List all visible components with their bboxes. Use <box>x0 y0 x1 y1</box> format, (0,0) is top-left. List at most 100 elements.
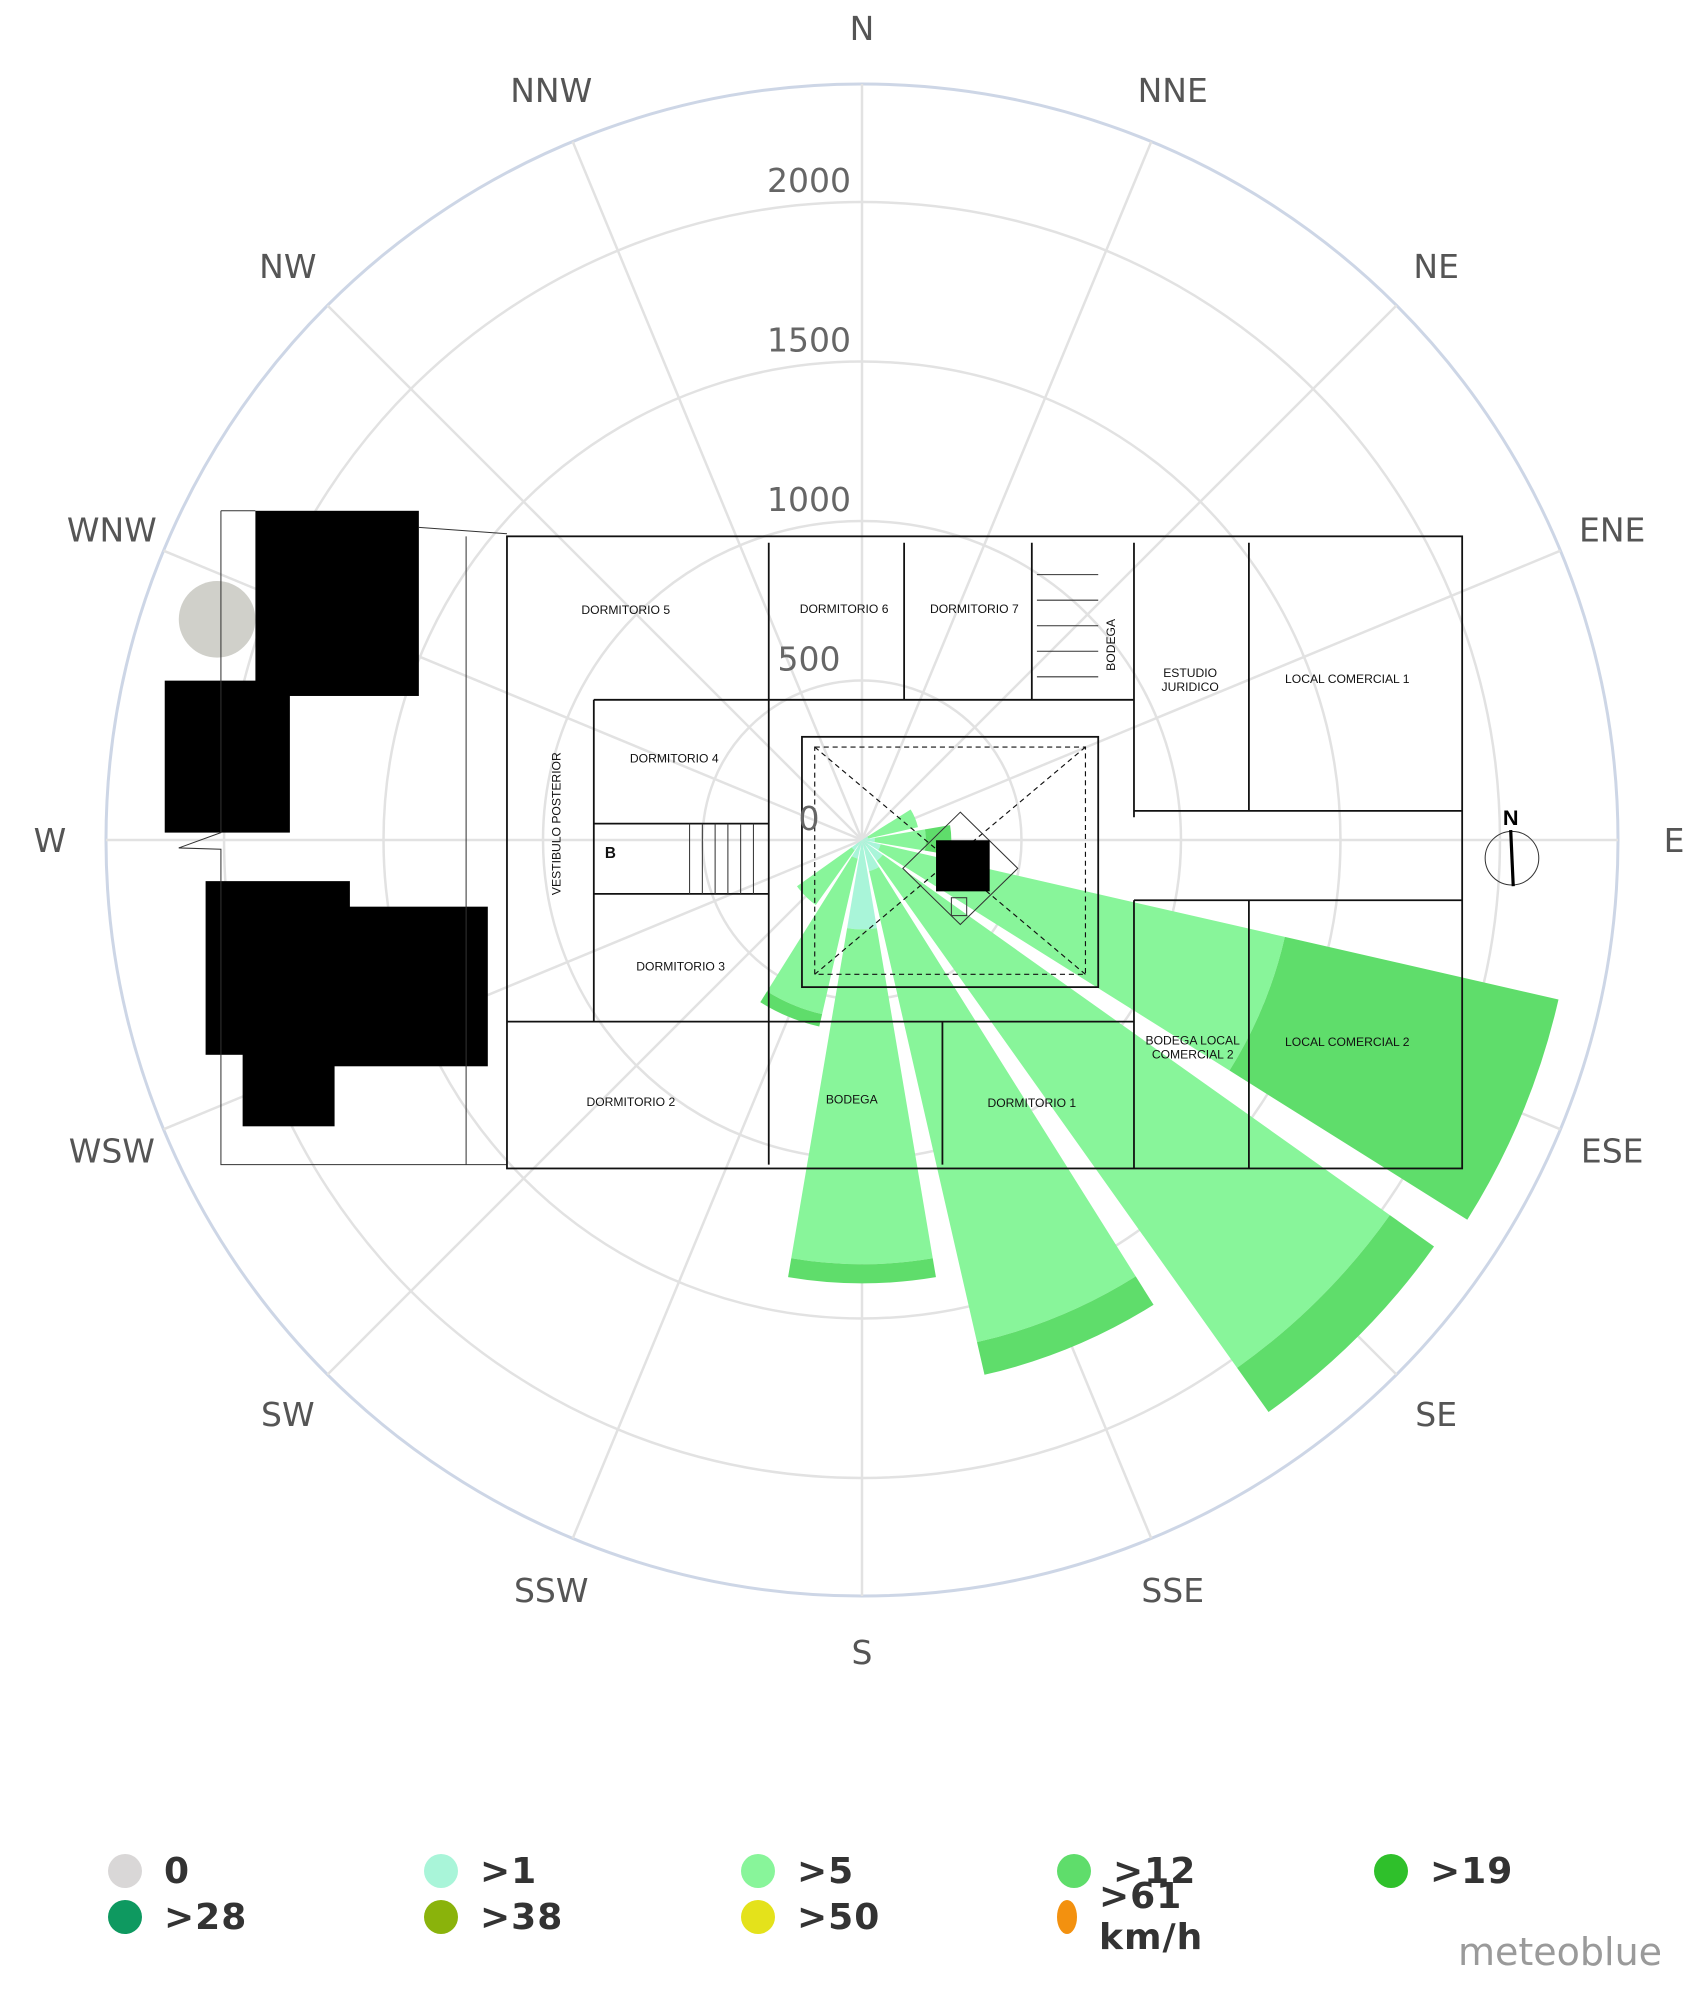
room-label: BODEGA <box>1104 618 1118 671</box>
room-label: B <box>605 845 616 862</box>
direction-label-nnw: NNW <box>510 71 592 110</box>
legend-label: >50 <box>797 1896 881 1938</box>
room-label: COMERCIAL 2 <box>1152 1048 1234 1062</box>
lot-boundary <box>178 510 507 1166</box>
sector-ene-gt5 <box>867 809 918 839</box>
room-label: DORMITORIO 5 <box>581 603 670 617</box>
direction-label-nne: NNE <box>1138 71 1208 110</box>
legend-item: >28 <box>108 1894 247 1940</box>
black-block <box>164 680 290 833</box>
sector-e-gt1 <box>862 837 875 843</box>
legend-item: >50 <box>741 1894 880 1940</box>
floor-plan: DORMITORIO 5 DORMITORIO 6 DORMITORIO 7 B… <box>164 510 1540 1170</box>
sector-s-gt5 <box>791 928 933 1265</box>
room-label: BODEGA <box>826 1092 879 1106</box>
room-label: DORMITORIO 2 <box>586 1095 675 1109</box>
legend-label: 0 <box>164 1850 191 1892</box>
chart-labels: N NNE NE ENE E ESE SE SSE S SSW SW WSW W WNW NW NNW 0 500… <box>34 9 1685 1672</box>
grid-spoke <box>326 839 863 1376</box>
room-label: BODEGA LOCAL <box>1146 1034 1241 1048</box>
sector-s-gt12 <box>788 1258 936 1284</box>
direction-label-wnw: WNW <box>67 510 157 549</box>
radial-tick-label: 2000 <box>767 161 851 200</box>
sector-ese-gt1 <box>862 840 881 851</box>
room-label: LOCAL COMERCIAL 1 <box>1285 672 1410 686</box>
sector-sse-gt12 <box>977 1276 1154 1375</box>
radial-tick-label: 0 <box>799 799 820 838</box>
sector-sse-gt5 <box>869 867 1136 1343</box>
sector-ese-gt5 <box>878 844 1285 1071</box>
direction-label-sw: SW <box>261 1395 315 1434</box>
legend-item: >61 km/h <box>1057 1876 1217 1958</box>
room-label: DORMITORIO 4 <box>630 751 719 765</box>
room-label: JURIDICO <box>1162 680 1219 694</box>
direction-label-n: N <box>850 9 875 48</box>
legend-label: >28 <box>164 1896 248 1938</box>
legend-dot-icon <box>424 1854 458 1888</box>
grid-spoke <box>861 549 1561 842</box>
sector-e-gt5 <box>874 829 926 851</box>
room-label: DORMITORIO 6 <box>800 602 889 616</box>
legend-dot-icon <box>741 1854 775 1888</box>
legend-item: 0 <box>108 1848 190 1894</box>
room-label: LOCAL COMERCIAL 2 <box>1285 1035 1410 1049</box>
legend-dot-icon <box>1057 1900 1077 1934</box>
sector-se-gt1 <box>862 840 883 861</box>
black-block <box>255 510 419 696</box>
sector-ssw-gt1 <box>851 840 862 859</box>
legend-dot-icon <box>741 1900 775 1934</box>
room-label: ESTUDIO <box>1163 666 1217 680</box>
direction-label-s: S <box>852 1633 873 1672</box>
legend-item: >12 <box>1057 1848 1196 1894</box>
sector-ssw-gt5 <box>767 856 858 1015</box>
radial-tick-label: 1000 <box>767 480 851 519</box>
legend-item: >5 <box>741 1848 854 1894</box>
grid-spoke <box>326 304 863 841</box>
legend-dot-icon <box>1374 1854 1408 1888</box>
sector-s-gt1 <box>847 840 877 930</box>
legend-label: >61 km/h <box>1099 1876 1204 1958</box>
direction-label-se: SE <box>1415 1395 1457 1434</box>
direction-label-ese: ESE <box>1581 1132 1644 1171</box>
grid-spoke <box>861 304 1398 841</box>
direction-label-ne: NE <box>1413 247 1459 286</box>
radial-tick-label: 1500 <box>767 321 851 360</box>
direction-label-ssw: SSW <box>514 1571 589 1610</box>
direction-label-sse: SSE <box>1141 1571 1204 1610</box>
black-block <box>242 1021 335 1127</box>
legend-label: >1 <box>480 1850 538 1892</box>
sector-ssw-gt12 <box>760 991 823 1027</box>
patio <box>801 735 1100 989</box>
grid-spoke <box>860 141 1153 841</box>
radial-tick-label: 500 <box>778 640 841 679</box>
legend-dot-icon <box>1057 1854 1091 1888</box>
grid-spoke <box>571 141 864 841</box>
legend-dot-icon <box>424 1900 458 1934</box>
legend-label: >19 <box>1430 1850 1514 1892</box>
direction-label-wsw: WSW <box>69 1132 155 1171</box>
legend-dot-icon <box>108 1900 142 1934</box>
legend-item: >19 <box>1374 1848 1513 1894</box>
sector-sw-gt5 <box>796 847 855 906</box>
sector-ene-gt1 <box>862 836 869 840</box>
legend-label: >38 <box>480 1896 564 1938</box>
legend-item: >1 <box>424 1848 537 1894</box>
legend-label: >12 <box>1113 1850 1197 1892</box>
legend-dot-icon <box>108 1854 142 1888</box>
stairs <box>689 574 1099 894</box>
sector-ese-gt12 <box>1229 936 1559 1220</box>
sector-se-gt12 <box>1237 1215 1435 1413</box>
direction-label-ene: ENE <box>1579 510 1645 549</box>
brand-logo: meteoblue <box>1458 1930 1663 1974</box>
room-label: DORMITORIO 3 <box>636 960 725 974</box>
room-label: DORMITORIO 7 <box>930 602 1019 616</box>
direction-label-w: W <box>34 821 67 860</box>
building-outline <box>506 535 1464 1170</box>
tree-icon <box>178 581 256 658</box>
room-label: VESTIBULO POSTERIOR <box>550 752 564 895</box>
direction-label-e: E <box>1664 821 1685 860</box>
legend-item: >38 <box>424 1894 563 1940</box>
room-label: DORMITORIO 1 <box>987 1096 1076 1110</box>
direction-label-nw: NW <box>259 247 316 286</box>
